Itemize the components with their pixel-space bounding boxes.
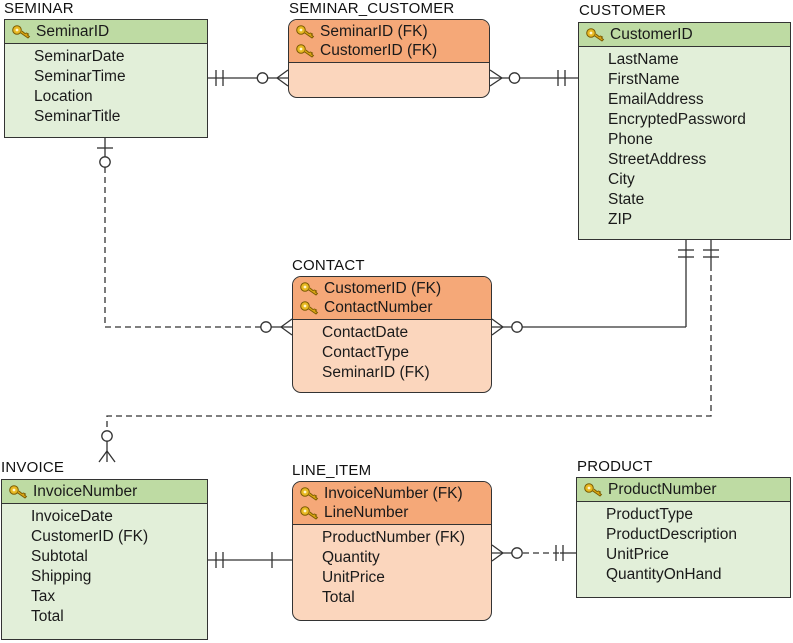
attribute-field[interactable]: LastName xyxy=(608,51,679,68)
seminar-customer-title: SEMINAR_CUSTOMER xyxy=(289,0,455,17)
primary-key-field[interactable]: SeminarID xyxy=(11,22,207,41)
key-icon xyxy=(299,300,319,316)
attribute-field[interactable]: ZIP xyxy=(608,211,633,228)
primary-key-label: CustomerID (FK) xyxy=(324,279,442,297)
key-icon xyxy=(11,24,31,40)
customer-title: CUSTOMER xyxy=(579,2,667,19)
contact-title: CONTACT xyxy=(292,257,365,274)
attribute-field[interactable]: SeminarTime xyxy=(34,68,126,85)
seminar-title: SEMINAR xyxy=(4,0,74,17)
key-icon xyxy=(295,24,315,40)
primary-key-label: InvoiceNumber xyxy=(33,482,138,500)
attribute-field[interactable]: UnitPrice xyxy=(606,546,669,563)
rel-customer-contact xyxy=(491,240,694,336)
attribute-field[interactable]: Total xyxy=(322,589,355,606)
primary-key-label: InvoiceNumber (FK) xyxy=(324,484,463,502)
attribute-field[interactable]: Subtotal xyxy=(31,548,88,565)
seminar-customer-entity[interactable]: SeminarID (FK)CustomerID (FK) xyxy=(288,19,490,98)
attribute-field[interactable]: SeminarID (FK) xyxy=(322,364,430,381)
attribute-field[interactable]: CustomerID (FK) xyxy=(31,528,149,545)
attribute-field[interactable]: Phone xyxy=(608,131,653,148)
primary-key-field[interactable]: ContactNumber xyxy=(299,298,491,317)
key-icon xyxy=(585,27,605,43)
attribute-field[interactable]: ProductType xyxy=(606,506,694,523)
primary-key-field[interactable]: LineNumber xyxy=(299,503,491,522)
key-icon xyxy=(299,486,319,502)
attribute-field[interactable]: Total xyxy=(31,608,64,625)
primary-key-label: SeminarID (FK) xyxy=(320,22,428,40)
product-primary-key: ProductNumber xyxy=(577,478,790,502)
primary-key-field[interactable]: CustomerID xyxy=(585,25,790,44)
attribute-field[interactable]: InvoiceDate xyxy=(31,508,113,525)
rel-customer-invoice xyxy=(98,240,719,463)
invoice-title: INVOICE xyxy=(1,459,65,476)
primary-key-label: SeminarID xyxy=(36,22,110,40)
primary-key-field[interactable]: CustomerID (FK) xyxy=(299,279,491,298)
attribute-field[interactable]: Quantity xyxy=(322,549,380,566)
primary-key-label: ProductNumber xyxy=(608,480,717,498)
key-icon xyxy=(583,482,603,498)
seminar-primary-key: SeminarID xyxy=(5,20,207,44)
primary-key-label: CustomerID (FK) xyxy=(320,41,438,59)
rel-invoice-line-item xyxy=(208,552,292,568)
attribute-field[interactable]: ContactType xyxy=(322,344,410,361)
primary-key-field[interactable]: SeminarID (FK) xyxy=(295,22,489,41)
primary-key-field[interactable]: InvoiceNumber xyxy=(8,482,207,501)
attribute-field[interactable]: ContactDate xyxy=(322,324,409,341)
seminar-customer-primary-key: SeminarID (FK)CustomerID (FK) xyxy=(289,20,489,63)
product-title: PRODUCT xyxy=(577,458,653,475)
primary-key-field[interactable]: InvoiceNumber (FK) xyxy=(299,484,491,503)
attribute-field[interactable]: FirstName xyxy=(608,71,680,88)
key-icon xyxy=(295,43,315,59)
line-item-title: LINE_ITEM xyxy=(292,462,372,479)
key-icon xyxy=(8,484,28,500)
primary-key-label: ContactNumber xyxy=(324,298,433,316)
attribute-field[interactable]: ProductNumber (FK) xyxy=(322,529,465,546)
attribute-field[interactable]: State xyxy=(608,191,645,208)
primary-key-field[interactable]: CustomerID (FK) xyxy=(295,41,489,60)
attribute-field[interactable]: QuantityOnHand xyxy=(606,566,722,583)
attribute-field[interactable]: EncryptedPassword xyxy=(608,111,746,128)
line-item-primary-key: InvoiceNumber (FK)LineNumber xyxy=(293,482,491,525)
line-item-entity[interactable]: InvoiceNumber (FK)LineNumber ProductNumb… xyxy=(292,481,492,621)
customer-primary-key: CustomerID xyxy=(579,23,790,47)
attribute-field[interactable]: EmailAddress xyxy=(608,91,704,108)
rel-seminar-seminar-customer xyxy=(208,69,289,87)
rel-product-line-item xyxy=(491,544,576,562)
primary-key-field[interactable]: ProductNumber xyxy=(583,480,790,499)
attribute-field[interactable]: Shipping xyxy=(31,568,92,585)
rel-seminar-contact xyxy=(97,138,293,336)
invoice-primary-key: InvoiceNumber xyxy=(2,480,207,504)
primary-key-label: CustomerID xyxy=(610,25,693,43)
attribute-field[interactable]: SeminarTitle xyxy=(34,108,121,125)
attribute-field[interactable]: SeminarDate xyxy=(34,48,125,65)
key-icon xyxy=(299,505,319,521)
attribute-field[interactable]: ProductDescription xyxy=(606,526,737,543)
key-icon xyxy=(299,281,319,297)
attribute-field[interactable]: StreetAddress xyxy=(608,151,707,168)
seminar-customer-attributes xyxy=(289,63,489,66)
contact-primary-key: CustomerID (FK)ContactNumber xyxy=(293,277,491,320)
rel-customer-seminar-customer xyxy=(489,69,578,87)
attribute-field[interactable]: Tax xyxy=(31,588,56,605)
attribute-field[interactable]: City xyxy=(608,171,635,188)
contact-entity[interactable]: CustomerID (FK)ContactNumber ContactDate… xyxy=(292,276,492,393)
attribute-field[interactable]: UnitPrice xyxy=(322,569,385,586)
primary-key-label: LineNumber xyxy=(324,503,409,521)
attribute-field[interactable]: Location xyxy=(34,88,93,105)
